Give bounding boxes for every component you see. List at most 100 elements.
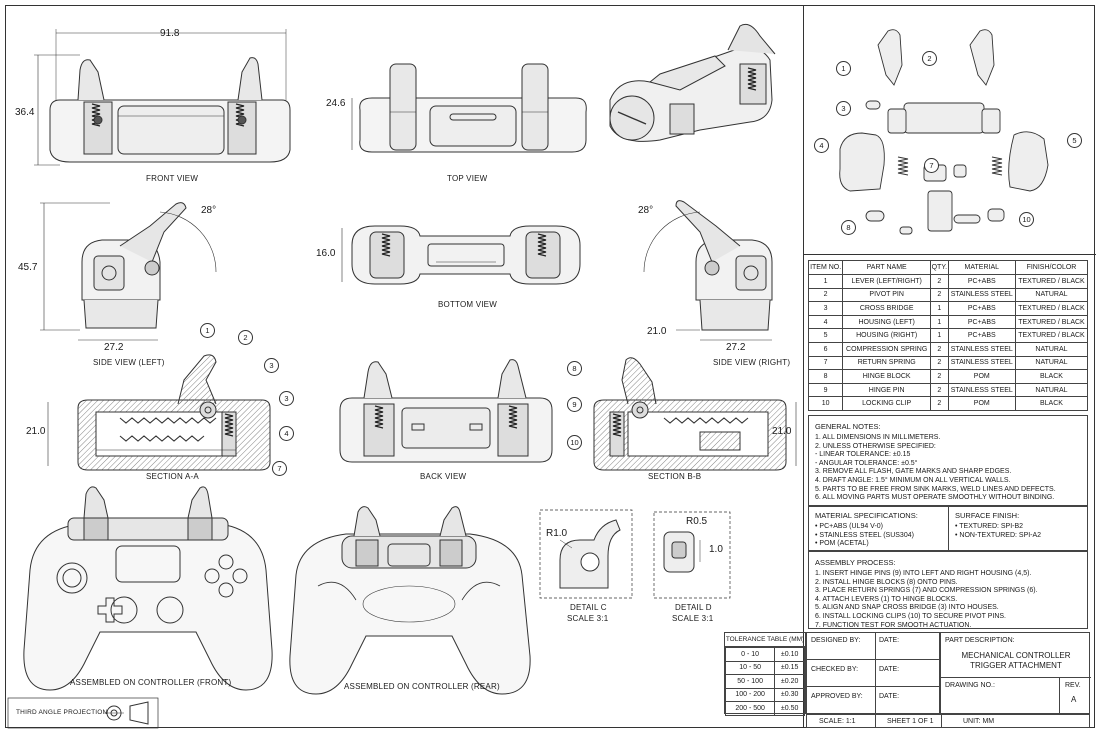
label-front-view: FRONT VIEW (146, 174, 199, 183)
general-note-line: 3. REMOVE ALL FLASH, GATE MARKS AND SHAR… (815, 468, 1012, 476)
balloon: 3 (264, 358, 279, 373)
bom-cell: STAINLESS STEEL (947, 341, 1016, 357)
exploded-view-drawing (839, 29, 1049, 235)
balloon: 4 (279, 426, 294, 441)
designed-by-label: DESIGNED BY: (811, 637, 861, 644)
dim-width-front: 91.8 (160, 28, 180, 39)
bom-cell: PIVOT PIN (842, 287, 932, 303)
general-note-line: 5. PARTS TO BE FREE FROM SINK MARKS, WEL… (815, 485, 1056, 493)
dim-angle-right: 28° (638, 205, 654, 216)
back-view-drawing (339, 359, 553, 463)
material-specs: MATERIAL SPECIFICATIONS: • PC+ABS (UL94 … (809, 506, 949, 550)
label-back-view: BACK VIEW (420, 472, 467, 481)
balloon: 1 (836, 61, 851, 76)
assembled-front-drawing (23, 486, 273, 691)
dim-section-aa: 21.0 (26, 426, 46, 437)
balloon: 7 (272, 461, 287, 476)
label-side-view-left: SIDE VIEW (LEFT) (93, 358, 165, 367)
drawing-no-label: DRAWING NO.: (945, 682, 995, 689)
bom-header-cell: MATERIAL (947, 260, 1016, 275)
bom-cell: NATURAL (1014, 287, 1089, 303)
bom-cell: BLACK (1014, 396, 1089, 411)
material-spec-line: • POM (ACETAL) (815, 540, 869, 548)
label-assembled-rear: ASSEMBLED ON CONTROLLER (REAR) (344, 682, 500, 691)
dim-detail-d-height: 1.0 (709, 544, 723, 555)
bom-cell: PC+ABS (947, 314, 1016, 330)
bom-cell: 2 (807, 287, 844, 303)
side-view-left-drawing (40, 202, 217, 341)
dim-detail-c-radius: R1.0 (546, 528, 568, 539)
label-projection: THIRD ANGLE PROJECTION (16, 709, 108, 716)
bom-cell: HOUSING (RIGHT) (842, 328, 932, 343)
bom-cell: PC+ABS (947, 328, 1016, 343)
general-notes: GENERAL NOTES: 1. ALL DIMENSIONS IN MILL… (808, 415, 1088, 507)
general-note-line: - LINEAR TOLERANCE: ±0.15 (815, 451, 911, 459)
assembled-rear-drawing (289, 506, 531, 695)
part-desc-1: MECHANICAL CONTROLLER (961, 651, 1071, 660)
section-aa-drawing (47, 354, 271, 471)
label-top-view: TOP VIEW (447, 174, 488, 183)
assembly-step-line: 2. INSTALL HINGE BLOCKS (8) ONTO PINS. (815, 578, 958, 586)
isometric-view-drawing (609, 23, 776, 142)
tolerance-cell: 0 - 10 (724, 647, 776, 662)
dim-height-side-left: 45.7 (18, 262, 38, 273)
balloon: 9 (567, 397, 582, 412)
exploded-view: 1 2 3 4 5 7 8 10 (804, 5, 1096, 255)
rev-value: A (1071, 695, 1077, 704)
section-bb-drawing (593, 357, 797, 471)
tolerance-cell: 100 - 200 (724, 687, 776, 702)
bom-cell: 6 (807, 341, 844, 357)
date-label-2: DATE: (879, 666, 900, 673)
specs-box: MATERIAL SPECIFICATIONS: • PC+ABS (UL94 … (808, 505, 1088, 551)
general-note-line: 2. UNLESS OTHERWISE SPECIFIED: (815, 442, 936, 450)
bom-cell: 9 (807, 382, 844, 398)
scale-row: SCALE: 1:1 SHEET 1 OF 1 UNIT: mm (806, 714, 1090, 728)
bom-header-cell: QTY. (930, 260, 949, 275)
surface-finish-line: • TEXTURED: SPI-B2 (955, 523, 1024, 530)
bom-cell: 2 (930, 396, 949, 411)
tolerance-row: 0 - 10±0.10 (724, 647, 805, 662)
bom-cell: NATURAL (1014, 382, 1089, 398)
bom-header-cell: FINISH/COLOR (1014, 260, 1089, 275)
detail-d-drawing (653, 511, 731, 599)
bom-cell: HINGE PIN (842, 382, 932, 398)
front-view-drawing (34, 29, 291, 166)
tolerance-row: 10 - 50±0.15 (724, 660, 805, 675)
sheet-value: SHEET 1 OF 1 (887, 718, 934, 725)
date-label-1: DATE: (879, 637, 900, 644)
tolerance-cell: ±0.10 (774, 647, 805, 662)
bom-cell: PC+ABS (947, 301, 1016, 316)
bom-cell: POM (947, 396, 1016, 411)
dim-height-top: 24.6 (326, 98, 346, 109)
label-bottom-view: BOTTOM VIEW (438, 300, 497, 309)
bom-cell: 1 (930, 301, 949, 316)
material-specs-title: MATERIAL SPECIFICATIONS: (815, 511, 918, 520)
tolerance-cell: 50 - 100 (724, 674, 776, 689)
detail-c-drawing (539, 509, 633, 599)
tolerance-row: 50 - 100±0.20 (724, 674, 805, 689)
bom-cell: 8 (807, 369, 844, 384)
material-spec-line: • PC+ABS (UL94 V-0) (815, 523, 884, 530)
bom-cell: TEXTURED / BLACK (1014, 301, 1089, 316)
bom-cell: 3 (807, 301, 844, 316)
balloon: 3 (279, 391, 294, 406)
assembly-step-line: 6. INSTALL LOCKING CLIPS (10) TO SECURE … (815, 612, 1007, 620)
bom-cell: 1 (807, 274, 844, 289)
dim-height-front: 36.4 (15, 107, 35, 118)
bom-cell: 2 (930, 382, 949, 398)
bom-cell: 4 (807, 314, 844, 330)
bom-cell: 1 (930, 328, 949, 343)
bom-cell: 1 (930, 314, 949, 330)
approvals-block: DESIGNED BY: DATE: CHECKED BY: DATE: APP… (806, 632, 941, 714)
balloon: 10 (567, 435, 582, 450)
balloon: 7 (924, 158, 939, 173)
bom-cell: PC+ABS (947, 274, 1016, 289)
tolerance-row: 200 - 500±0.50 (724, 701, 805, 716)
bom-cell: LOCKING CLIP (842, 396, 932, 411)
bom-cell: STAINLESS STEEL (947, 355, 1016, 371)
bom-cell: 2 (930, 369, 949, 384)
